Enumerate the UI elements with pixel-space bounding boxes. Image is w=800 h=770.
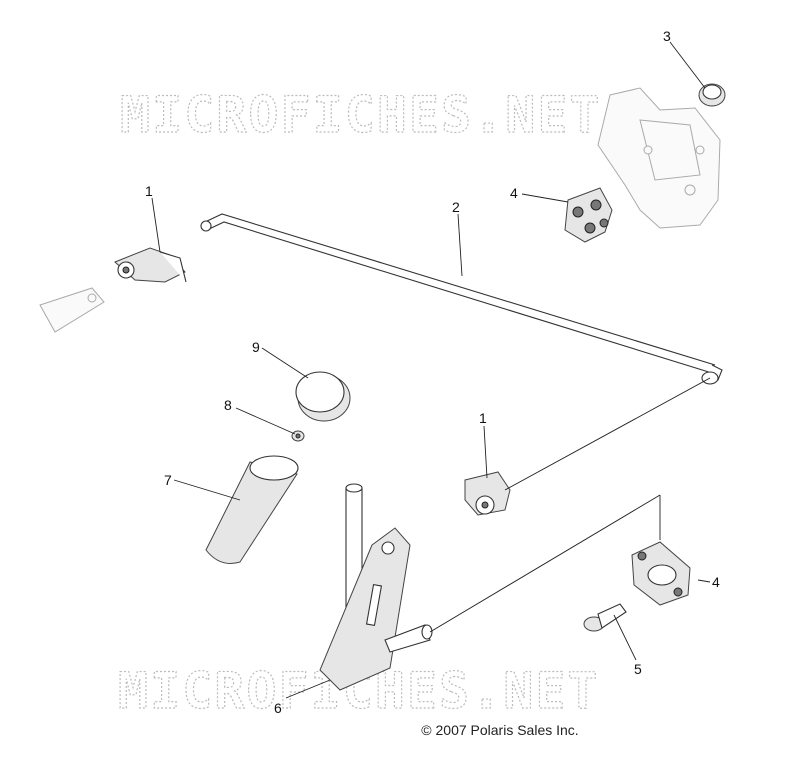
callout-3: 3 — [663, 28, 671, 44]
part-2-rod — [200, 213, 723, 385]
watermark-top: MICROFICHES.NET — [120, 86, 602, 144]
callout-1-upper: 1 — [145, 183, 153, 199]
mounting-bracket — [597, 87, 721, 229]
callout-5: 5 — [634, 661, 642, 677]
callout-7: 7 — [164, 472, 172, 488]
part-3-nut — [698, 83, 726, 107]
callout-2: 2 — [452, 199, 460, 215]
copyright-notice: © 2007 Polaris Sales Inc. — [421, 722, 579, 738]
callouts: 1 1 2 3 4 4 5 6 7 8 9 — [145, 28, 720, 716]
part-5-pin — [583, 603, 627, 632]
part-1-clip-lower — [464, 471, 511, 516]
callout-4-upper: 4 — [510, 185, 518, 201]
part-9-cap — [295, 371, 351, 422]
part-1-clip-upper — [114, 247, 187, 283]
part-7-sleeve — [205, 455, 299, 564]
callout-9: 9 — [252, 339, 260, 355]
part-8-screw — [291, 430, 305, 442]
linkage-arm-left — [39, 287, 105, 333]
callout-4-lower: 4 — [712, 574, 720, 590]
part-6-lever — [319, 483, 433, 691]
callout-6: 6 — [274, 700, 282, 716]
callout-1-lower: 1 — [479, 410, 487, 426]
leader-lines — [151, 41, 711, 699]
part-4-bushing-upper — [564, 187, 613, 243]
part-4-bushing-lower — [631, 541, 691, 606]
callout-8: 8 — [224, 397, 232, 413]
